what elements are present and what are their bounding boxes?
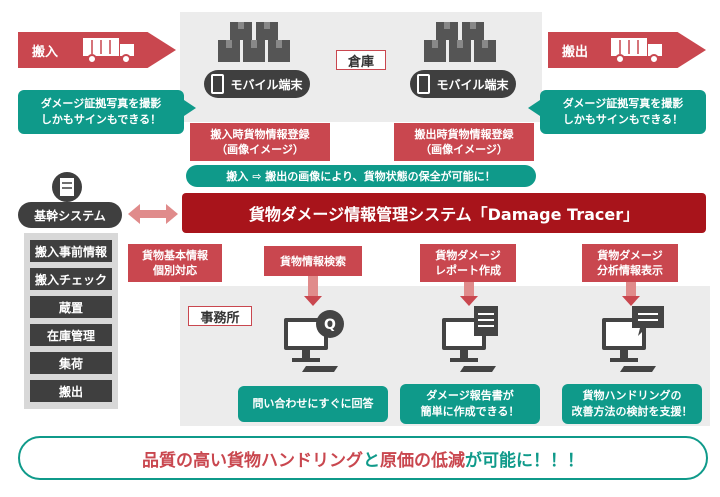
conclusion-part: が可能に！！！ — [465, 450, 584, 471]
inbound-arrow: 搬入 — [18, 32, 176, 68]
boxes-icon-right — [424, 22, 496, 62]
function-search-box: 貨物情報検索 — [264, 246, 362, 276]
bubble-pointer-left — [184, 100, 196, 116]
core-item: 集荷 — [30, 352, 112, 374]
arrow-stem — [464, 282, 474, 298]
arrow-head — [304, 296, 322, 306]
core-system-label: 基幹システム — [18, 202, 122, 228]
main-system-bar: 貨物ダメージ情報管理システム「Damage Tracer」 — [182, 193, 706, 233]
phone-icon — [211, 74, 225, 94]
core-item: 蔵置 — [30, 296, 112, 318]
conclusion-part: 原価の低減 — [380, 450, 465, 471]
phone-icon — [417, 74, 431, 94]
result-bubble-2: ダメージ報告書が簡単に作成できる！ — [400, 384, 540, 424]
mobile-terminal-label: モバイル端末 — [230, 77, 303, 92]
conclusion-part: と — [363, 450, 380, 471]
mobile-terminal-left: モバイル端末 — [204, 70, 310, 98]
mobile-terminal-label: モバイル端末 — [436, 77, 509, 92]
conclusion-part: 品質の高い貨物ハンドリング — [142, 450, 363, 471]
result-bubble-1: 問い合わせにすぐに回答 — [238, 386, 388, 422]
monitor-chat-icon — [602, 306, 664, 372]
function-report-box: 貨物ダメージレポート作成 — [420, 244, 516, 282]
core-item: 搬入事前情報 — [30, 240, 112, 262]
truck-icon — [83, 38, 134, 64]
svg-text:Q: Q — [324, 317, 336, 333]
mobile-terminal-right: モバイル端末 — [410, 70, 516, 98]
arrow-head — [622, 296, 640, 306]
photo-bubble-right: ダメージ証拠写真を撮影しかもサインもできる！ — [540, 90, 706, 134]
bidirectional-arrow — [128, 204, 178, 224]
core-item: 搬出 — [30, 380, 112, 402]
core-item: 在庫管理 — [30, 324, 112, 346]
result-bubble-3: 貨物ハンドリングの改善方法の検討を支援！ — [562, 384, 702, 424]
outbound-arrow: 搬出 — [548, 32, 706, 68]
inbound-label: 搬入 — [32, 45, 59, 60]
truck-icon — [611, 38, 662, 64]
arrow-head — [460, 296, 478, 306]
warehouse-label: 倉庫 — [336, 50, 386, 70]
function-analysis-box: 貨物ダメージ分析情報表示 — [582, 244, 678, 282]
conclusion-box: 品質の高い貨物ハンドリング と 原価の低減 が可能に！！！ — [18, 436, 708, 480]
outbound-label: 搬出 — [562, 45, 589, 60]
basic-info-box: 貨物基本情報個別対応 — [128, 244, 222, 282]
server-icon — [52, 172, 82, 202]
register-in-box: 搬入時貨物情報登録（画像イメージ） — [190, 123, 330, 161]
monitor-document-icon — [442, 306, 498, 372]
core-item: 搬入チェック — [30, 268, 112, 290]
boxes-icon-left — [218, 22, 290, 62]
arrow-stem — [308, 276, 318, 298]
monitor-search-icon: Q — [284, 310, 344, 372]
arrow-stem — [626, 282, 636, 298]
bubble-pointer-right — [528, 100, 540, 116]
condition-banner: 搬入 ⇨ 搬出の画像により、貨物状態の保全が可能に！ — [186, 165, 536, 187]
office-label: 事務所 — [188, 306, 252, 326]
photo-bubble-left: ダメージ証拠写真を撮影しかもサインもできる！ — [18, 90, 184, 134]
core-system-list — [24, 233, 118, 409]
register-out-box: 搬出時貨物情報登録（画像イメージ） — [394, 123, 534, 161]
